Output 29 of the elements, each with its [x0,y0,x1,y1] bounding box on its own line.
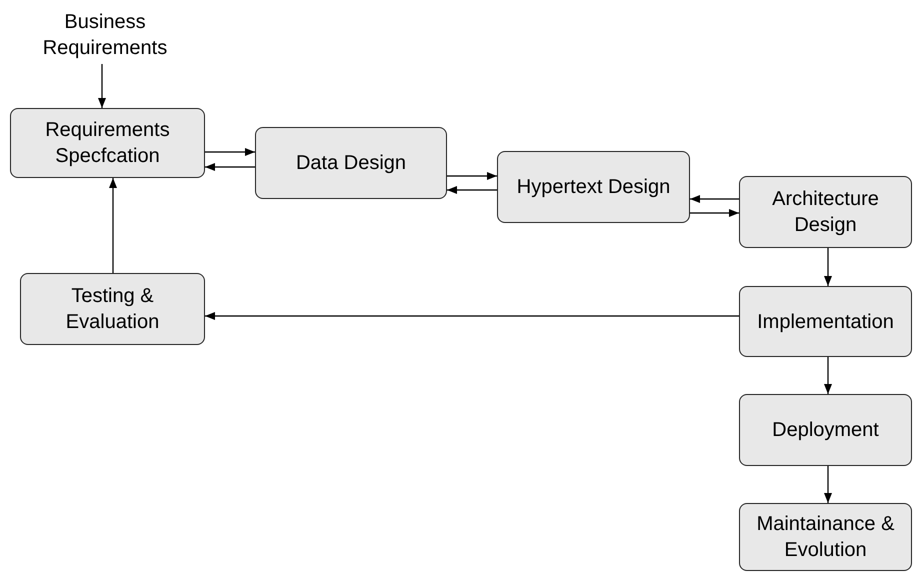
arrow [824,248,832,286]
arrow [824,466,832,503]
box-label: Business Requirements [42,10,168,61]
process-box [497,151,690,223]
arrow [205,148,255,156]
box-label: Testing & Evaluation [64,284,160,335]
arrow [447,172,497,180]
box-label: Data Design [296,151,406,176]
process-box [739,394,912,466]
arrow [205,163,255,171]
arrow [690,209,739,217]
process-box [255,127,447,199]
arrow [690,195,739,203]
process-box [739,286,912,357]
arrow [98,64,106,108]
box-label: Deployment [772,418,879,443]
arrow [205,312,739,320]
process-box [10,108,205,178]
process-box [20,273,205,345]
box-label: Architecture Design [771,187,880,238]
box-label: Hypertext Design [516,175,670,200]
box-label: Implementation [757,310,894,334]
process-box [739,176,912,248]
arrow [447,186,497,194]
arrow [824,357,832,394]
process-box [739,503,912,571]
box-label: Maintainance & Evolution [756,512,896,563]
arrow [109,178,117,273]
box-label: Requirements Specfcation [44,118,171,169]
